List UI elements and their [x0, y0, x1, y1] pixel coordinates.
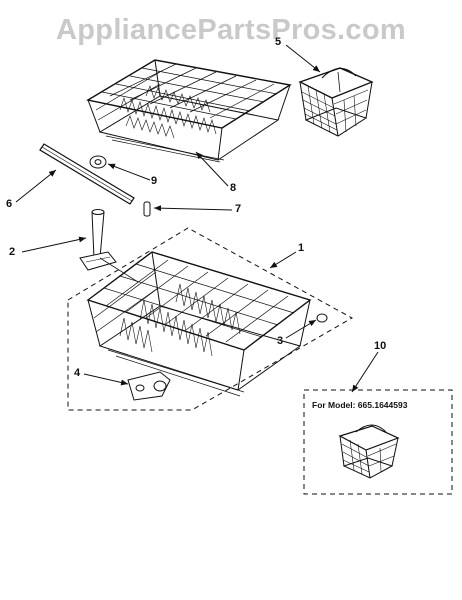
- rack-stop: [316, 313, 328, 323]
- model-note: For Model: 665.1644593: [312, 400, 408, 410]
- callout-1: 1: [298, 242, 305, 254]
- callout-2: 2: [9, 246, 16, 258]
- rack-clip: [143, 201, 151, 217]
- callout-3: 3: [277, 335, 284, 347]
- callout-5: 5: [275, 36, 282, 48]
- callout-6: 6: [6, 198, 13, 210]
- leader-lines: [15, 44, 379, 393]
- rack-wheel: [89, 155, 107, 169]
- upper-rack: [86, 59, 292, 163]
- rack-rail: [39, 143, 135, 205]
- callout-7: 7: [235, 203, 242, 215]
- callout-9: 9: [151, 175, 158, 187]
- spray-tube: [79, 209, 139, 283]
- alternate-silverware-basket: [338, 424, 400, 479]
- silverware-basket: [298, 67, 374, 137]
- callout-4: 4: [74, 367, 81, 379]
- callout-10: 10: [374, 340, 387, 352]
- callout-8: 8: [230, 182, 237, 194]
- model-note-box: [303, 389, 453, 495]
- lower-rack: [86, 251, 312, 397]
- rack-roller: [127, 371, 171, 401]
- watermark-text: AppliancePartsPros.com: [56, 14, 406, 46]
